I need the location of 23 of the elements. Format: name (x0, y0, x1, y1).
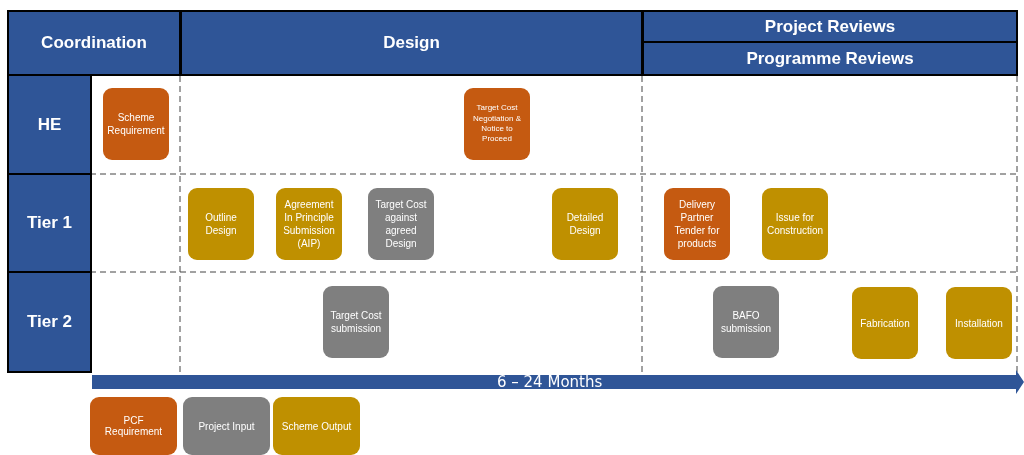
row-header: HE (7, 74, 92, 175)
process-box: Fabrication (852, 287, 918, 359)
process-box: Issue for Construction (762, 188, 828, 260)
process-box: Agreement In Principle Submission (AIP) (276, 188, 342, 260)
row-header: Tier 2 (7, 271, 92, 373)
process-box: Installation (946, 287, 1012, 359)
process-box: Detailed Design (552, 188, 618, 260)
process-box: Delivery Partner Tender for products (664, 188, 730, 260)
process-box: Scheme Requirement (103, 88, 169, 160)
header-cell: Programme Reviews (642, 41, 1018, 76)
legend-swatch: Project Input (183, 397, 270, 455)
process-box: BAFO submission (713, 286, 779, 358)
row-header: Tier 1 (7, 173, 92, 273)
legend-swatch: PCF Requirement (90, 397, 177, 455)
process-box: Target Cost against agreed Design (368, 188, 434, 260)
timeline-label: 6 – 24 Months (497, 372, 603, 392)
header-cell: Project Reviews (642, 10, 1018, 43)
process-box: Target Cost submission (323, 286, 389, 358)
legend-swatch: Scheme Output (273, 397, 360, 455)
process-box: Outline Design (188, 188, 254, 260)
header-cell: Coordination (7, 10, 181, 76)
process-box: Target Cost Negotiation & Notice to Proceed (464, 88, 530, 160)
header-cell: Design (180, 10, 643, 76)
